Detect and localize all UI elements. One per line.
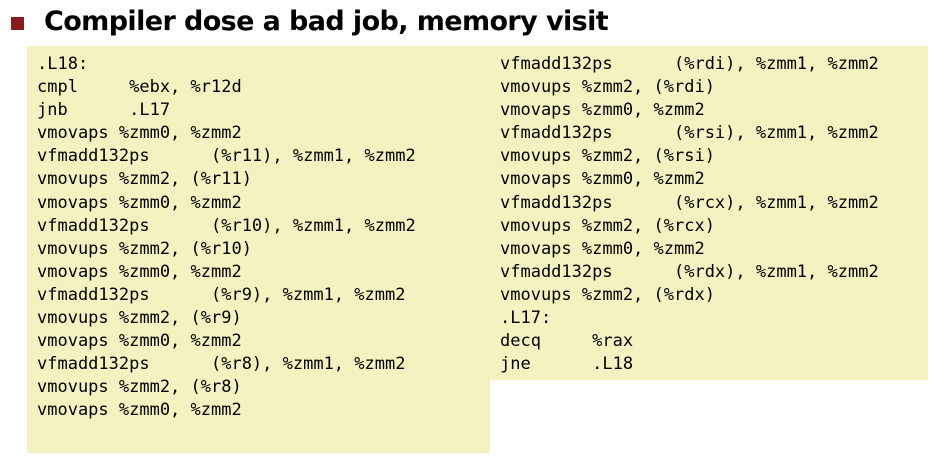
code-line: vmovaps %zmm0, %zmm2 (37, 123, 242, 144)
code-line: vfmadd132ps (%rdi), %zmm1, %zmm2 (500, 54, 879, 74)
code-line: vmovaps %zmm0, %zmm2 (500, 238, 705, 259)
code-line: decq %rax (500, 331, 634, 352)
code-line: vmovups %zmm2, (%r10) (37, 238, 252, 259)
code-line: jne .L18 (500, 354, 634, 375)
code-line: vmovups %zmm2, (%rcx) (500, 215, 715, 236)
code-line: vmovups %zmm2, (%r11) (37, 169, 252, 190)
code-line: vmovups %zmm2, (%rdx) (500, 284, 715, 305)
slide-title: Compiler dose a bad job, memory visit (44, 6, 609, 37)
code-line: vfmadd132ps (%r11), %zmm1, %zmm2 (37, 146, 416, 167)
code-line: vmovaps %zmm0, %zmm2 (500, 169, 705, 190)
code-line: vmovups %zmm2, (%r8) (37, 377, 242, 398)
code-line: vmovaps %zmm0, %zmm2 (37, 331, 242, 352)
code-line: vmovups %zmm2, (%rdi) (500, 77, 715, 98)
code-line: .L18: (37, 54, 89, 74)
code-line: vfmadd132ps (%rdx), %zmm1, %zmm2 (500, 261, 879, 282)
code-line: vmovups %zmm2, (%r9) (37, 308, 242, 329)
code-line: cmpl %ebx, %r12d (37, 77, 242, 98)
code-line: jnb .L17 (37, 100, 171, 121)
code-line: vmovaps %zmm0, %zmm2 (500, 100, 705, 121)
square-bullet-icon (11, 17, 24, 30)
code-line: vfmadd132ps (%rsi), %zmm1, %zmm2 (500, 123, 879, 144)
code-line: vfmadd132ps (%r10), %zmm1, %zmm2 (37, 215, 416, 236)
code-line: vmovaps %zmm0, %zmm2 (37, 261, 242, 282)
code-line: vmovaps %zmm0, %zmm2 (37, 400, 242, 421)
code-line: vfmadd132ps (%r9), %zmm1, %zmm2 (37, 284, 406, 305)
code-line: vmovaps %zmm0, %zmm2 (37, 192, 242, 213)
code-block-right: vfmadd132ps (%rdi), %zmm1, %zmm2 vmovups … (490, 46, 928, 380)
code-line: .L17: (500, 308, 552, 329)
code-line: vmovups %zmm2, (%rsi) (500, 146, 715, 167)
code-line: vfmadd132ps (%rcx), %zmm1, %zmm2 (500, 192, 879, 213)
slide-header: Compiler dose a bad job, memory visit (8, 0, 928, 46)
code-line: vfmadd132ps (%r8), %zmm1, %zmm2 (37, 354, 406, 375)
assembly-listing-right: vfmadd132ps (%rdi), %zmm1, %zmm2 vmovups … (500, 53, 879, 376)
